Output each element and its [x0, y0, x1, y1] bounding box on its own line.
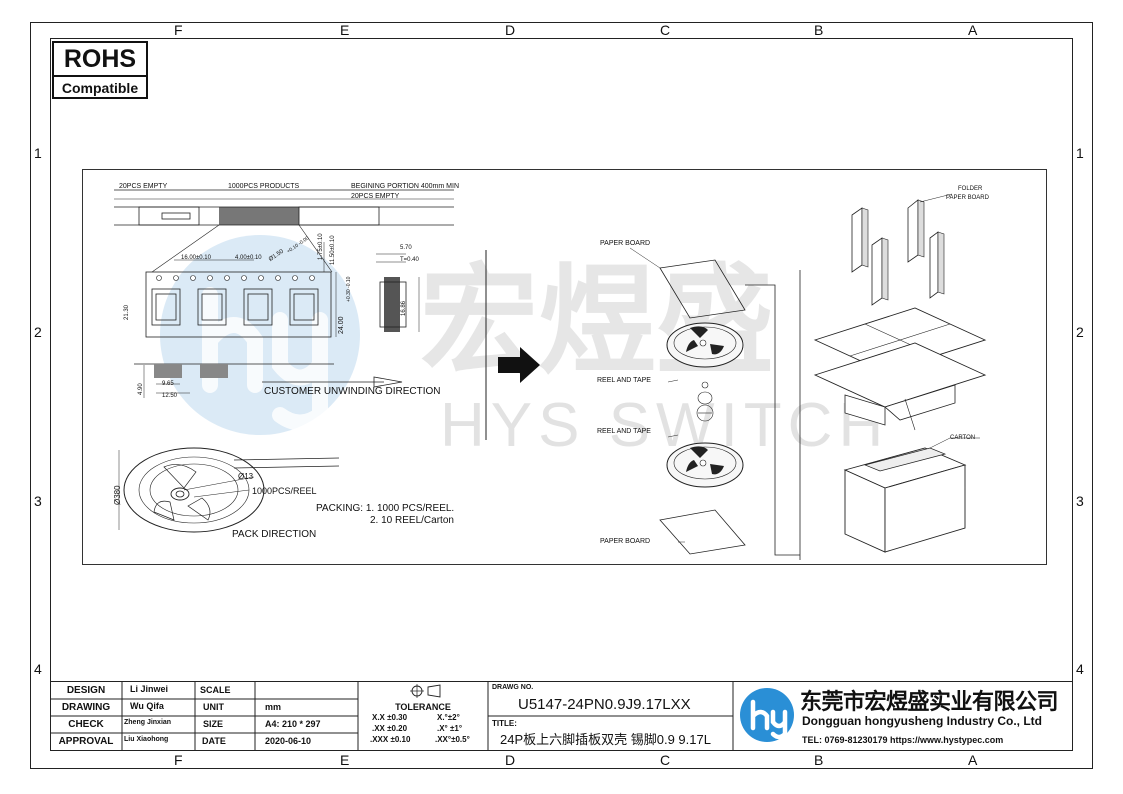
drawing-label: DRAWING — [61, 702, 111, 713]
dim-1150: 11.50±0.10 — [330, 235, 336, 265]
approval-label: APPROVAL — [58, 736, 114, 747]
tolerance-row1a: X.X ±0.30 — [372, 713, 408, 722]
projection-symbol-icon — [410, 684, 441, 698]
dim-1250: 12.50 — [162, 393, 178, 399]
zone-row-2-left: 2 — [34, 324, 42, 340]
unit-value: mm — [265, 702, 282, 712]
zone-row-3-right: 3 — [1076, 493, 1084, 509]
label-reel-tape-1: REEL AND TAPE — [597, 377, 651, 384]
dim-965: 9.65 — [162, 381, 174, 387]
inner-frame — [50, 38, 1073, 751]
tolerance-row3a: .XXX ±0.10 — [370, 735, 411, 744]
drawing-value: Wu Qifa — [130, 701, 164, 711]
unit-label: UNIT — [203, 702, 224, 712]
size-value: A4: 210 * 297 — [265, 719, 321, 729]
dim-thickness: T=0.40 — [400, 257, 419, 263]
label-beginning: BEGINING PORTION 400mm MIN — [351, 183, 459, 190]
zone-col-b-top: B — [814, 22, 824, 38]
check-value: Zheng Jinxian — [124, 719, 172, 726]
outer-frame — [30, 22, 1093, 769]
packing-line-2: 2. 10 REEL/Carton — [370, 515, 454, 526]
packing-drawing — [629, 193, 987, 560]
date-value: 2020-06-10 — [265, 736, 312, 746]
zone-col-c-bottom: C — [660, 752, 671, 768]
rohs-subtitle: Compatible — [61, 80, 139, 96]
label-empty-right: 20PCS EMPTY — [351, 193, 400, 200]
company-name-english: Dongguan hongyusheng Industry Co., Ltd — [802, 714, 1042, 728]
label-empty-left: 20PCS EMPTY — [119, 183, 168, 190]
dim-pitch2: 4.00±0.10 — [235, 255, 262, 261]
zone-col-d-top: D — [505, 22, 516, 38]
size-label: SIZE — [203, 719, 224, 729]
zone-col-d-bottom: D — [505, 752, 516, 768]
label-folder-paper-board: PAPER BOARD — [946, 195, 989, 201]
company-logo-icon — [740, 688, 794, 742]
label-reel-tape-2: REEL AND TAPE — [597, 428, 651, 435]
zone-col-f-top: F — [174, 22, 183, 38]
tolerance-label: TOLERANCE — [395, 702, 451, 712]
label-paper-board-bottom: PAPER BOARD — [600, 538, 651, 545]
zone-col-a-top: A — [968, 22, 978, 38]
dim-13: Ø13 — [238, 472, 254, 481]
dim-490: 4.90 — [138, 383, 144, 395]
packing-line-1: PACKING: 1. 1000 PCS/REEL. — [316, 503, 455, 514]
title-block-grid — [50, 681, 1073, 751]
drawing-number-label: DRAWG NO. — [492, 684, 534, 691]
approval-value: Liu Xiaohong — [124, 736, 169, 743]
company-contact: TEL: 0769-81230179 https://www.hystypec.… — [802, 735, 1004, 745]
design-value: Li Jinwei — [130, 684, 169, 694]
zone-col-e-top: E — [340, 22, 350, 38]
dim-2400: 24.00 — [338, 316, 345, 334]
dim-2130: 21.30 — [124, 304, 130, 320]
zone-col-f-bottom: F — [174, 752, 183, 768]
label-unwinding-direction: CUSTOMER UNWINDING DIRECTION — [264, 386, 441, 397]
zone-col-a-bottom: A — [968, 752, 978, 768]
zone-row-4-right: 4 — [1076, 661, 1084, 677]
label-products: 1000PCS PRODUCTS — [228, 183, 300, 190]
rohs-badge: ROHS Compatible — [52, 41, 148, 99]
process-arrow — [485, 250, 540, 440]
dim-pitch1: 16.00±0.10 — [181, 255, 211, 261]
tolerance-row2a: .XX ±0.20 — [372, 724, 408, 733]
company-name-chinese: 东莞市宏煜盛实业有限公司 — [800, 689, 1059, 714]
tape-reel-drawing — [114, 189, 454, 533]
design-label: DESIGN — [66, 685, 106, 696]
label-paper-board-top: PAPER BOARD — [600, 240, 651, 247]
scale-label: SCALE — [200, 685, 231, 695]
zone-row-3-left: 3 — [34, 493, 42, 509]
dim-1686: 16.86 — [401, 300, 407, 316]
title-value: 24P板上六脚插板双壳 锡脚0.9 9.17L — [500, 732, 711, 747]
zone-row-1-right: 1 — [1076, 145, 1084, 161]
zone-col-b-bottom: B — [814, 752, 824, 768]
watermark-logo — [160, 235, 360, 435]
tolerance-row1b: X.°±2° — [437, 713, 460, 722]
dim-2400-tol: +0.30 -0.10 — [346, 276, 352, 302]
dim-570: 5.70 — [400, 245, 412, 251]
watermark-english: HYS SWITCH — [440, 391, 890, 460]
label-pack-direction: PACK DIRECTION — [232, 529, 317, 540]
check-label: CHECK — [68, 719, 104, 730]
tolerance-row3b: .XX°±0.5° — [435, 735, 470, 744]
label-carton: CARTON — [950, 435, 976, 441]
dim-380: Ø380 — [113, 485, 122, 505]
rohs-title: ROHS — [54, 43, 146, 77]
label-folder: FOLDER — [958, 186, 983, 192]
drawing-area-top-dash — [82, 169, 1047, 170]
zone-row-1-left: 1 — [34, 145, 42, 161]
zone-row-4-left: 4 — [34, 661, 42, 677]
label-per-reel: 1000PCS/REEL — [252, 486, 317, 496]
zone-col-c-top: C — [660, 22, 671, 38]
zone-row-2-right: 2 — [1076, 324, 1084, 340]
title-label: TITLE: — [492, 719, 517, 728]
drawing-number-value: U5147-24PN0.9J9.17LXX — [518, 696, 691, 713]
date-label: DATE — [202, 736, 226, 746]
zone-col-e-bottom: E — [340, 752, 350, 768]
tolerance-row2b: .X° ±1° — [437, 724, 463, 733]
dim-175: 1.75±0.10 — [318, 233, 324, 260]
